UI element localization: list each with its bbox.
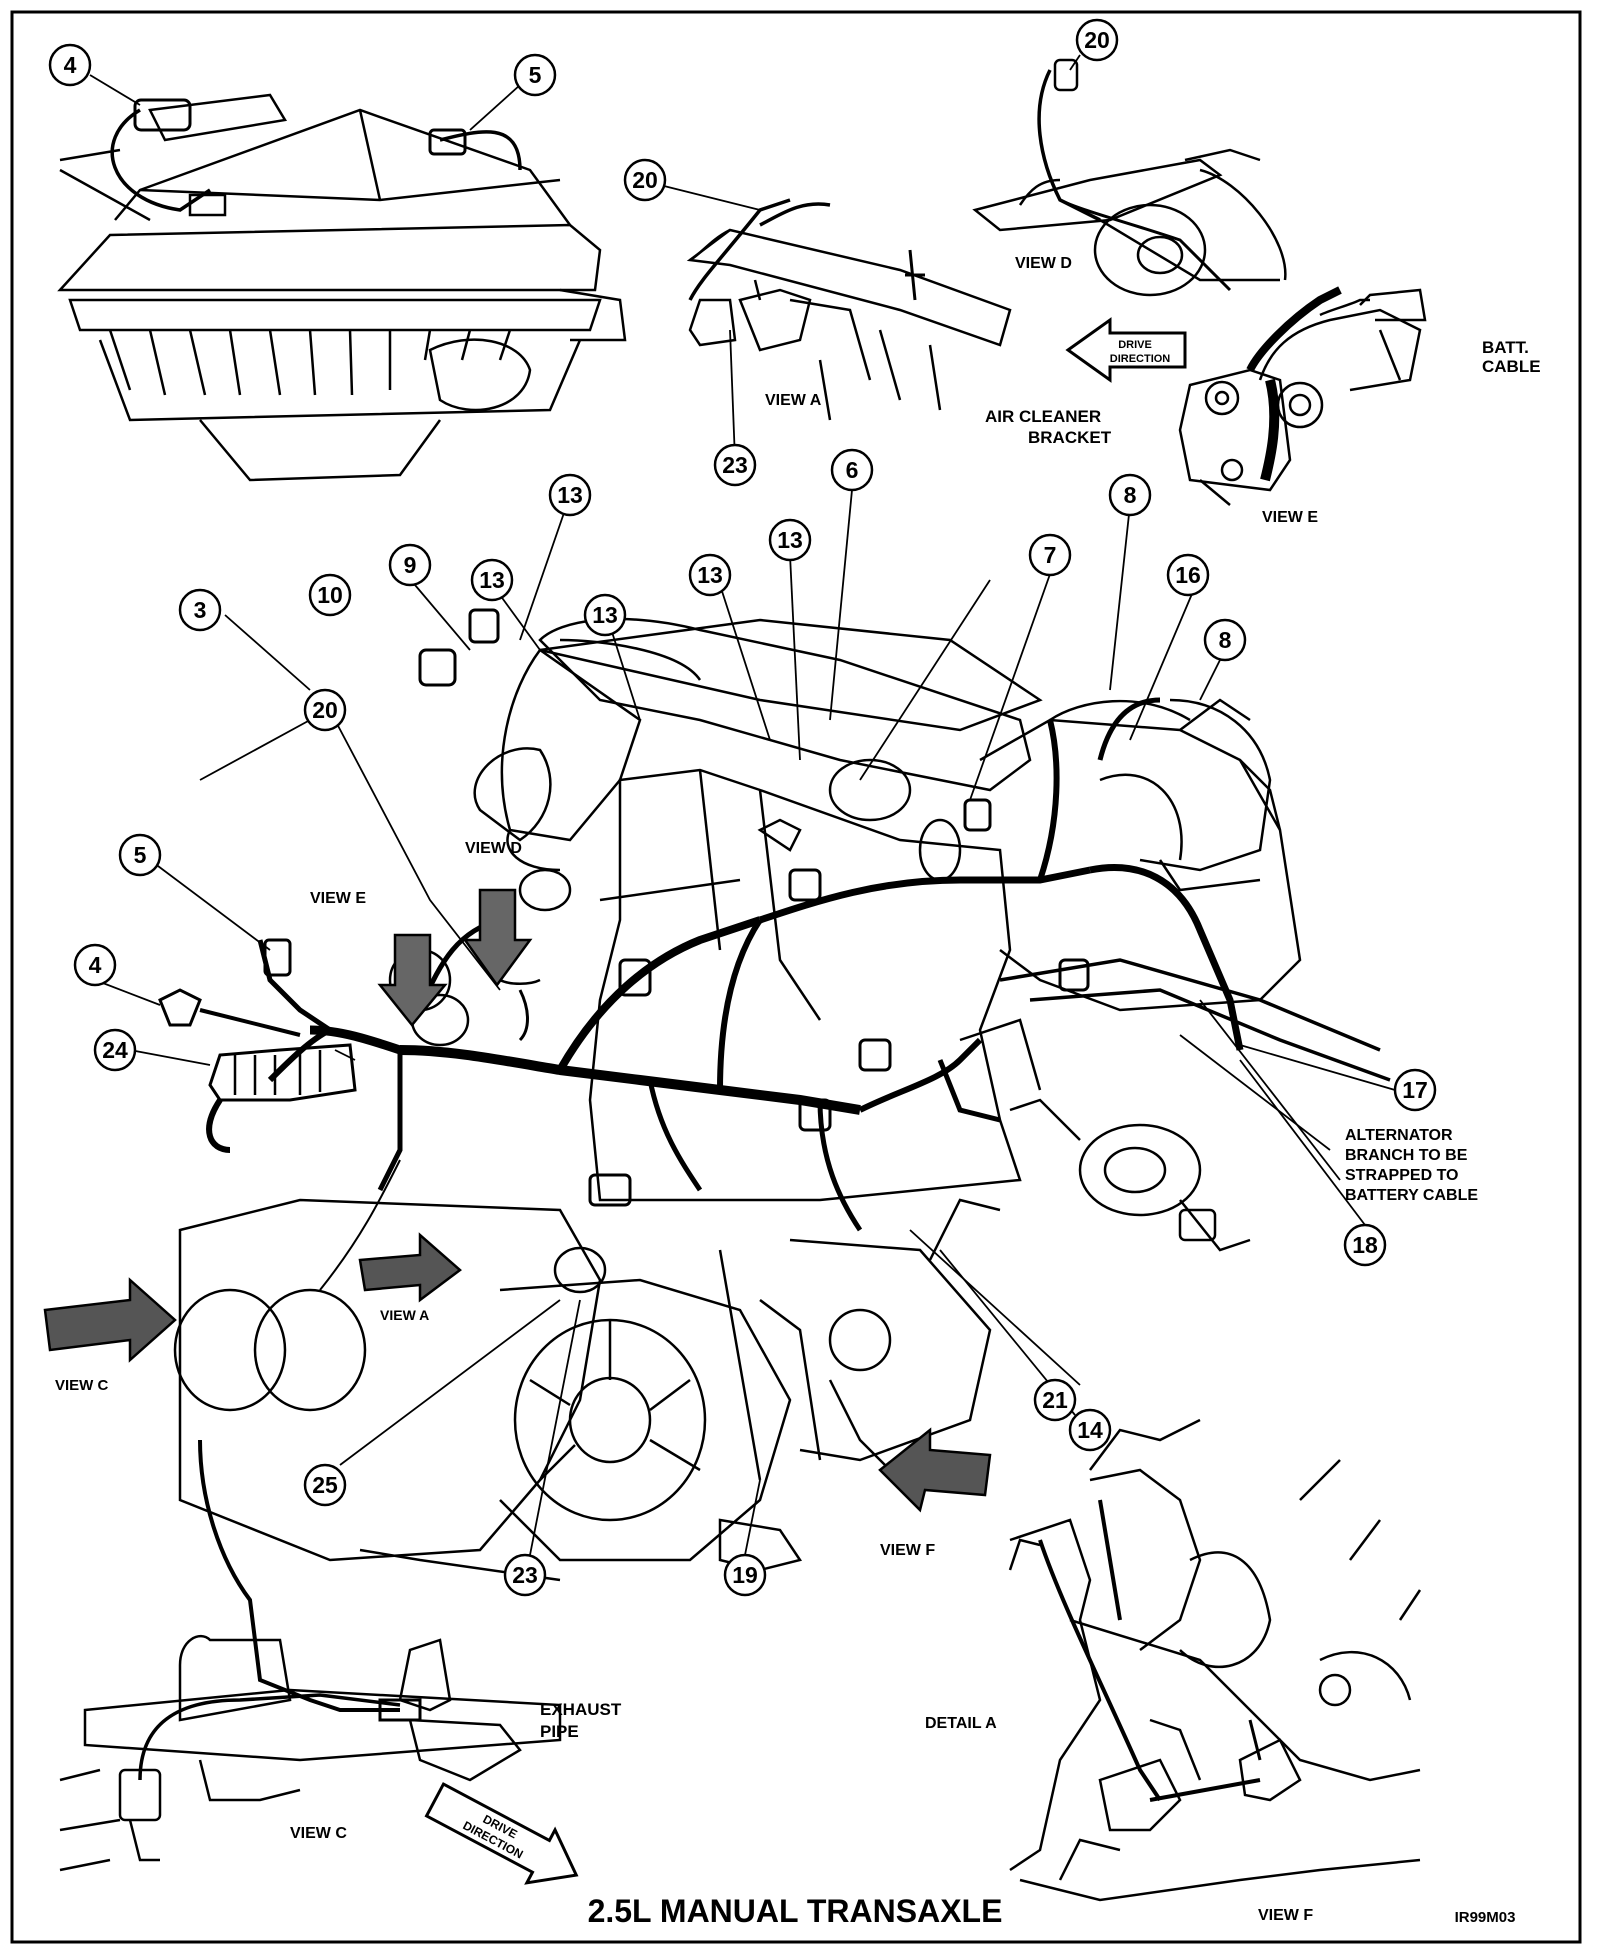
batt-cable-line1: BATT. <box>1482 338 1529 357</box>
svg-text:17: 17 <box>1402 1077 1428 1103</box>
callout-24: 24 <box>93 1028 137 1072</box>
alternator-line3: STRAPPED TO <box>1345 1167 1459 1184</box>
callout-19: 19 <box>723 1553 767 1597</box>
view-c-inset-label: VIEW C <box>290 1825 347 1842</box>
view-d-inset <box>972 58 1287 297</box>
callout-9: 9 <box>388 543 432 587</box>
callout-8-b: 8 <box>1203 618 1247 662</box>
callout-23-view-a: 23 <box>713 443 757 487</box>
view-e-inset <box>1178 286 1427 506</box>
view-e-inset-label: VIEW E <box>1262 509 1318 526</box>
callout-7: 7 <box>1028 533 1072 577</box>
view-d-main-label: VIEW D <box>465 840 522 857</box>
svg-text:23: 23 <box>512 1562 538 1588</box>
figure-code: IR99M03 <box>1455 1909 1516 1926</box>
view-e-main-label: VIEW E <box>310 890 366 907</box>
view-a-inset <box>686 198 1012 421</box>
callout-13-b: 13 <box>768 518 812 562</box>
view-a-inset-label: VIEW A <box>765 392 822 409</box>
svg-text:18: 18 <box>1352 1232 1378 1258</box>
svg-text:5: 5 <box>529 62 542 88</box>
alternator-line1: ALTERNATOR <box>1345 1127 1453 1144</box>
svg-text:25: 25 <box>312 1472 338 1498</box>
callout-4-main: 4 <box>73 943 117 987</box>
callout-4-top: 4 <box>48 43 92 87</box>
svg-text:21: 21 <box>1042 1387 1068 1413</box>
exhaust-pipe-line2: PIPE <box>540 1722 579 1741</box>
callout-13-d: 13 <box>688 553 732 597</box>
callouts: 4 5 20 20 23 13 6 13 8 9 13 13 7 13 16 1… <box>48 18 1437 1597</box>
view-a-main-label: VIEW A <box>380 1307 429 1323</box>
view-c-main-label: VIEW C <box>55 1377 109 1394</box>
drive-direction-arrow-tilted: DRIVE DIRECTION <box>424 1782 579 1885</box>
callout-20-main: 20 <box>303 688 347 732</box>
svg-text:13: 13 <box>479 567 505 593</box>
callout-23-main: 23 <box>503 1553 547 1597</box>
callout-20-top: 20 <box>1075 18 1119 62</box>
svg-text:13: 13 <box>592 602 618 628</box>
view-f-inset-label: VIEW F <box>1258 1907 1313 1924</box>
svg-text:3: 3 <box>194 597 207 623</box>
diagram-frame <box>10 10 1582 1944</box>
view-c-inset <box>59 1439 562 1872</box>
batt-cable-line2: CABLE <box>1482 357 1541 376</box>
callout-10: 10 <box>308 573 352 617</box>
drive-direction-line2: DIRECTION <box>1110 353 1171 365</box>
text-labels: VIEW A VIEW D VIEW E BATT. CABLE AIR CLE… <box>55 255 1541 1929</box>
callout-13-a: 13 <box>548 473 592 517</box>
engine-main-view <box>158 608 1391 1582</box>
svg-text:19: 19 <box>732 1562 758 1588</box>
callout-21: 21 <box>1033 1378 1077 1422</box>
drive-direction-arrow: DRIVE DIRECTION <box>1065 317 1187 383</box>
detail-a-label: DETAIL A <box>925 1715 997 1732</box>
svg-text:13: 13 <box>557 482 583 508</box>
air-cleaner-inset <box>57 93 627 482</box>
svg-text:20: 20 <box>632 167 658 193</box>
callout-6: 6 <box>830 448 874 492</box>
svg-text:8: 8 <box>1124 482 1137 508</box>
callout-5-top: 5 <box>513 53 557 97</box>
svg-text:4: 4 <box>89 952 102 978</box>
svg-text:20: 20 <box>1084 27 1110 53</box>
svg-text:13: 13 <box>777 527 803 553</box>
view-d-inset-label: VIEW D <box>1015 255 1072 272</box>
callout-13-e: 13 <box>583 593 627 637</box>
exhaust-pipe-line1: EXHAUST <box>540 1700 622 1719</box>
svg-text:4: 4 <box>64 52 77 78</box>
leader-lines <box>89 54 1396 1556</box>
svg-text:16: 16 <box>1175 562 1201 588</box>
svg-text:23: 23 <box>722 452 748 478</box>
callout-8-a: 8 <box>1108 473 1152 517</box>
view-f-main-label: VIEW F <box>880 1542 935 1559</box>
air-cleaner-line2: BRACKET <box>1028 428 1112 447</box>
air-cleaner-line1: AIR CLEANER <box>985 407 1101 426</box>
view-f-inset <box>1008 1418 1422 1902</box>
callout-25: 25 <box>303 1463 347 1507</box>
svg-text:13: 13 <box>697 562 723 588</box>
callout-16: 16 <box>1166 553 1210 597</box>
callout-13-c: 13 <box>470 558 514 602</box>
callout-5-main: 5 <box>118 833 162 877</box>
callout-17: 17 <box>1393 1068 1437 1112</box>
svg-text:5: 5 <box>134 842 147 868</box>
callout-18: 18 <box>1343 1223 1387 1267</box>
svg-text:20: 20 <box>312 697 338 723</box>
svg-text:7: 7 <box>1044 542 1057 568</box>
svg-text:6: 6 <box>846 457 859 483</box>
diagram-title: 2.5L MANUAL TRANSAXLE <box>588 1893 1003 1929</box>
svg-text:8: 8 <box>1219 627 1232 653</box>
drive-direction-line1: DRIVE <box>1118 339 1152 351</box>
alternator-line2: BRANCH TO BE <box>1345 1147 1468 1164</box>
svg-text:14: 14 <box>1077 1417 1103 1443</box>
svg-text:24: 24 <box>102 1037 128 1063</box>
svg-text:10: 10 <box>317 582 343 608</box>
alternator-line4: BATTERY CABLE <box>1345 1187 1478 1204</box>
callout-14: 14 <box>1068 1408 1112 1452</box>
svg-text:9: 9 <box>404 552 417 578</box>
callout-3: 3 <box>178 588 222 632</box>
view-arrows-main <box>43 888 992 1513</box>
callout-20-view-a: 20 <box>623 158 667 202</box>
